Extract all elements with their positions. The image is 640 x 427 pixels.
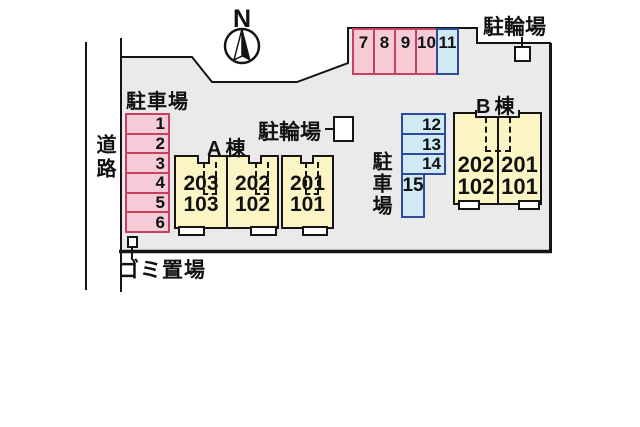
- building-a-unit-1: 203 103: [174, 155, 228, 229]
- bike-parking-mid-icon: [333, 116, 354, 142]
- parking-space-5: 5: [125, 191, 170, 214]
- parking-space-9: 9: [394, 28, 417, 75]
- building-a-porch-1: [178, 226, 205, 236]
- stair-symbol: [203, 162, 217, 195]
- unit-upper-number: 201: [501, 152, 538, 177]
- parking-space-4: 4: [125, 172, 170, 194]
- unit-upper-number: 202: [457, 152, 495, 177]
- garbage-label: ゴミ置場: [118, 259, 206, 282]
- bike-parking-mid-label: 駐輪場: [258, 121, 321, 144]
- parking-space-8: 8: [373, 28, 396, 75]
- building-a-porch-3: [302, 226, 328, 236]
- parking-space-13: 13: [401, 133, 446, 155]
- building-b-label: B棟: [476, 96, 519, 118]
- parking-space-6: 6: [125, 211, 170, 233]
- parking-left-label: 駐車場: [126, 91, 189, 113]
- entrance-notch: [248, 155, 262, 164]
- unit-numbers: 202 102: [455, 154, 497, 198]
- unit-upper-number: 202: [234, 172, 271, 195]
- building-b-unit-2: 201 101: [497, 112, 542, 205]
- entrance-notch: [197, 155, 210, 164]
- parking-space-14: 14: [401, 152, 446, 175]
- unit-lower-number: 101: [501, 174, 538, 199]
- unit-upper-number: 201: [289, 172, 326, 195]
- bike-parking-top-icon: [514, 46, 531, 62]
- building-a-unit-2: 202 102: [226, 155, 279, 229]
- unit-lower-number: 101: [289, 193, 326, 216]
- parking-space-3: 3: [125, 152, 170, 174]
- garbage-icon-line: [131, 247, 133, 260]
- stair-symbol: [305, 162, 319, 195]
- building-b-porch-1: [458, 200, 480, 210]
- top-boundary-line: [120, 27, 551, 83]
- road-label: 道路: [93, 134, 115, 182]
- building-b-entrance-notch: [475, 110, 520, 118]
- parking-space-1: 1: [125, 113, 170, 135]
- unit-numbers: 201 101: [283, 173, 332, 215]
- building-a-label: A棟: [207, 138, 250, 160]
- unit-lower-number: 102: [457, 174, 495, 199]
- unit-lower-number: 102: [234, 193, 271, 216]
- parking-space-10: 10: [415, 28, 438, 75]
- stair-symbol: [255, 162, 269, 195]
- parking-right-label: 駐車場: [369, 151, 391, 217]
- unit-upper-number: 203: [183, 172, 219, 195]
- entrance-notch: [300, 155, 314, 164]
- compass-north-label: N: [232, 5, 252, 33]
- parking-space-7: 7: [352, 28, 375, 75]
- building-a-unit-3: 201 101: [281, 155, 334, 229]
- parking-space-11: 11: [436, 28, 459, 75]
- compass-icon: [223, 27, 261, 65]
- bike-parking-top-label: 駐輪場: [483, 16, 546, 39]
- building-b-porch-2: [518, 200, 540, 210]
- parking-space-2: 2: [125, 132, 170, 155]
- unit-numbers: 202 102: [228, 173, 277, 215]
- bike-parking-top-tick: [521, 37, 523, 47]
- building-b-stair-symbol: [485, 117, 511, 152]
- parking-space-12: 12: [401, 113, 446, 135]
- bike-parking-mid-tick: [325, 128, 334, 130]
- building-b-unit-1: 202 102: [453, 112, 499, 205]
- parking-space-15: 15: [401, 172, 425, 218]
- building-a-porch-2: [250, 226, 277, 236]
- unit-numbers: 201 101: [499, 154, 540, 198]
- unit-lower-number: 103: [183, 193, 219, 216]
- unit-numbers: 203 103: [176, 173, 226, 215]
